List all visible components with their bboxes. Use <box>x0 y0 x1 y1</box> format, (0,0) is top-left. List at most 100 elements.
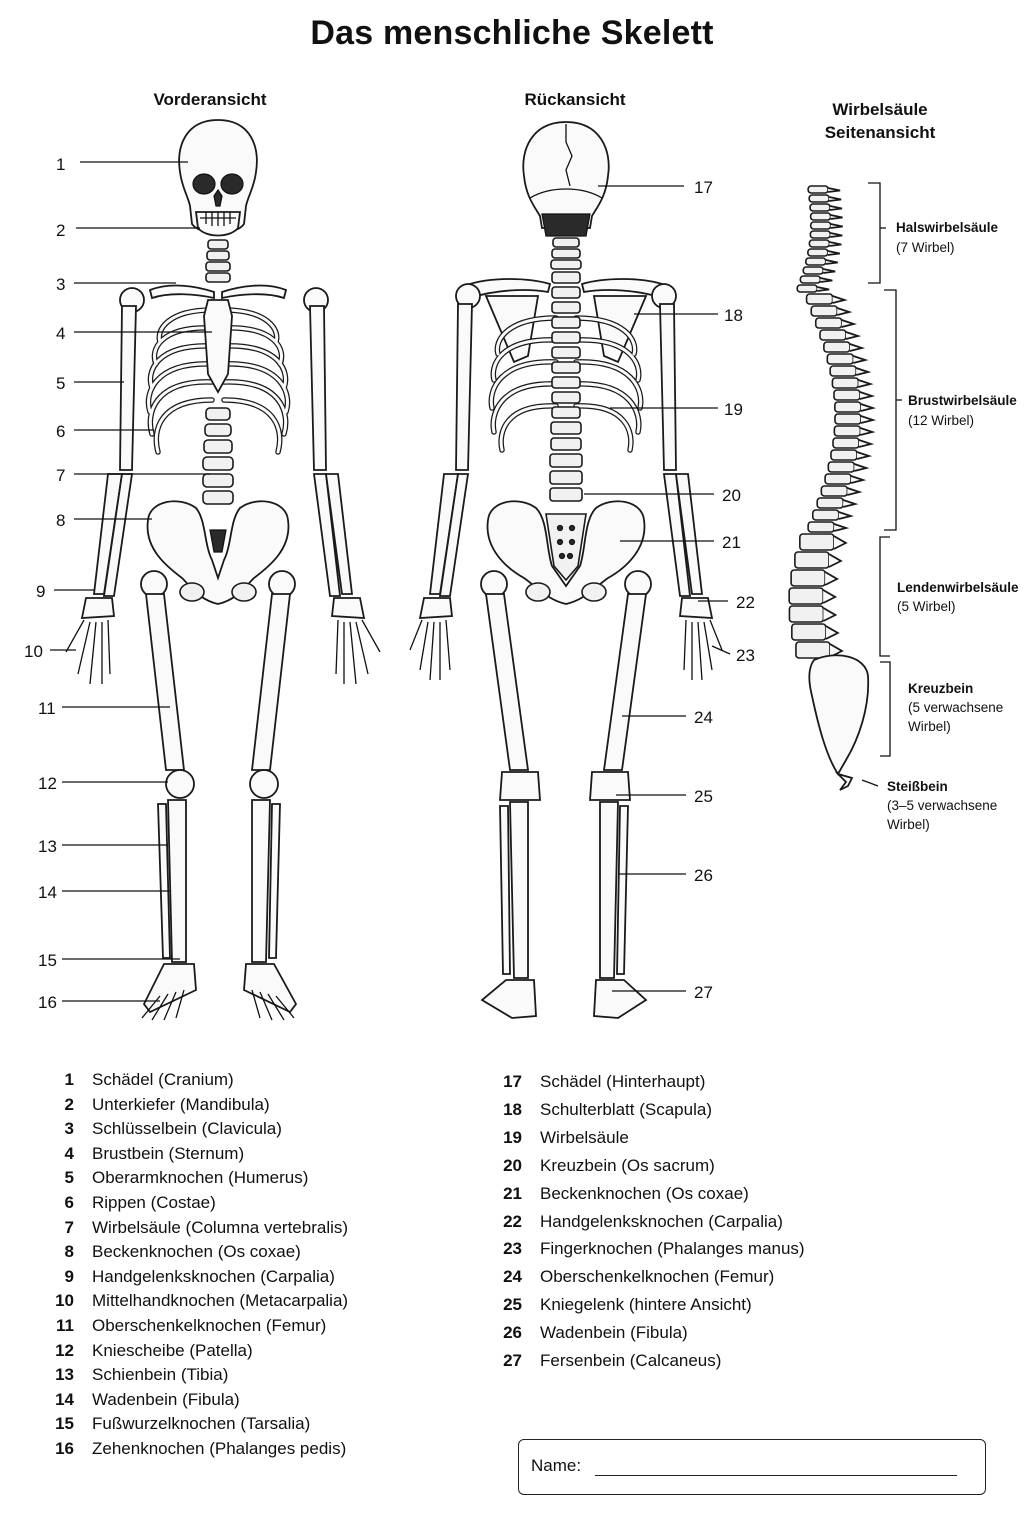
vertebra <box>823 341 851 353</box>
callout-1: 1 <box>56 155 65 174</box>
vertebra <box>830 449 858 461</box>
legend-number: 4 <box>64 1143 74 1163</box>
vertebra <box>833 425 862 437</box>
legend-text: Rippen (Costae) <box>92 1192 216 1212</box>
spinous-process <box>830 214 843 220</box>
callout-22: 22 <box>736 593 755 612</box>
coccyx <box>834 772 854 791</box>
spinous-process <box>829 241 842 247</box>
legend-text: Brustbein (Sternum) <box>92 1143 245 1163</box>
spinous-process <box>824 571 840 586</box>
legend-number: 11 <box>56 1315 74 1335</box>
spinous-process <box>833 535 848 550</box>
spinous-process <box>828 553 843 568</box>
legend-number: 20 <box>503 1155 522 1175</box>
vertebra <box>807 185 829 194</box>
vertebra <box>799 275 822 284</box>
spinous-process <box>825 259 838 265</box>
spinous-process <box>817 286 830 292</box>
lumbar-label: Lendenwirbelsäule <box>897 580 1019 595</box>
spine-side-view <box>788 185 877 791</box>
vertebra <box>794 551 830 569</box>
callout-12: 12 <box>38 774 57 793</box>
name-field[interactable] <box>595 1475 957 1476</box>
vertebra <box>831 377 860 389</box>
legend-text: Unterkiefer (Mandibula) <box>92 1094 270 1114</box>
spinous-process <box>832 295 848 304</box>
spinous-process <box>858 379 874 388</box>
legend-text: Beckenknochen (Os coxae) <box>92 1242 301 1262</box>
legend-number: 23 <box>503 1239 522 1259</box>
vertebra <box>829 365 857 377</box>
callout-26: 26 <box>694 866 713 885</box>
spinous-process <box>854 463 870 472</box>
legend-number: 14 <box>55 1389 74 1409</box>
callout-21: 21 <box>722 533 741 552</box>
callout-2: 2 <box>56 221 65 240</box>
spine-view-title: Wirbelsäule Seitenansicht <box>790 98 970 144</box>
spinous-process <box>827 187 841 193</box>
callout-18: 18 <box>724 306 743 325</box>
legend-text: Oberschenkelknochen (Femur) <box>92 1315 327 1335</box>
vertebra <box>834 401 862 413</box>
vertebra <box>824 473 852 485</box>
callout-10: 10 <box>24 642 43 661</box>
vertebra <box>832 437 860 449</box>
spinous-process <box>855 367 872 376</box>
vertebra <box>790 569 826 587</box>
callout-6: 6 <box>56 422 65 441</box>
back-skeleton <box>409 121 723 1019</box>
callout-9: 9 <box>36 582 45 601</box>
legend-number: 8 <box>64 1242 74 1262</box>
spinous-process <box>836 307 853 316</box>
vertebra <box>810 305 839 317</box>
legend-number: 16 <box>55 1438 74 1458</box>
spine-title-line2: Seitenansicht <box>824 123 936 142</box>
lumbar-count: (5 Wirbel) <box>897 599 956 614</box>
callout-lines <box>50 161 731 1002</box>
spinous-process <box>841 319 857 328</box>
vertebra <box>808 239 831 248</box>
vertebra <box>802 266 825 275</box>
callout-14: 14 <box>38 883 57 902</box>
callout-19: 19 <box>724 400 743 419</box>
vertebra <box>788 605 825 623</box>
spine-brackets <box>861 182 902 787</box>
spinous-process <box>829 205 843 211</box>
legend-number: 7 <box>64 1217 74 1237</box>
legend-number: 25 <box>503 1295 522 1315</box>
vertebra <box>826 353 855 365</box>
spinous-process <box>849 343 866 352</box>
spine-segment-labels: Halswirbelsäule (7 Wirbel) Brustwirbelsä… <box>887 220 1019 832</box>
legend-text: Beckenknochen (Os coxae) <box>540 1183 749 1203</box>
legend-item: 11 Oberschenkelknochen (Femur) <box>40 1314 348 1339</box>
spinous-process <box>847 487 863 496</box>
legend-number: 6 <box>64 1192 74 1212</box>
callout-16: 16 <box>38 993 57 1012</box>
sacrum-label: Kreuzbein <box>908 681 973 696</box>
cervical-label: Halswirbelsäule <box>896 220 999 235</box>
callout-7: 7 <box>56 466 65 485</box>
legend-text: Kniegelenk (hintere Ansicht) <box>540 1295 752 1315</box>
callout-27: 27 <box>694 983 713 1002</box>
vertebra <box>820 485 849 497</box>
legend-number: 18 <box>503 1099 522 1119</box>
callout-25: 25 <box>694 787 713 806</box>
callout-numbers: 1 2 3 4 5 6 7 8 9 10 11 12 13 14 15 16 1… <box>24 155 755 1012</box>
spinous-process <box>859 391 876 400</box>
legend-text: Fersenbein (Calcaneus) <box>540 1351 722 1371</box>
legend-text: Handgelenksknochen (Carpalia) <box>540 1211 783 1231</box>
spinous-process <box>827 250 841 256</box>
thoracic-label: Brustwirbelsäule <box>908 393 1017 408</box>
spinous-process <box>853 355 869 364</box>
